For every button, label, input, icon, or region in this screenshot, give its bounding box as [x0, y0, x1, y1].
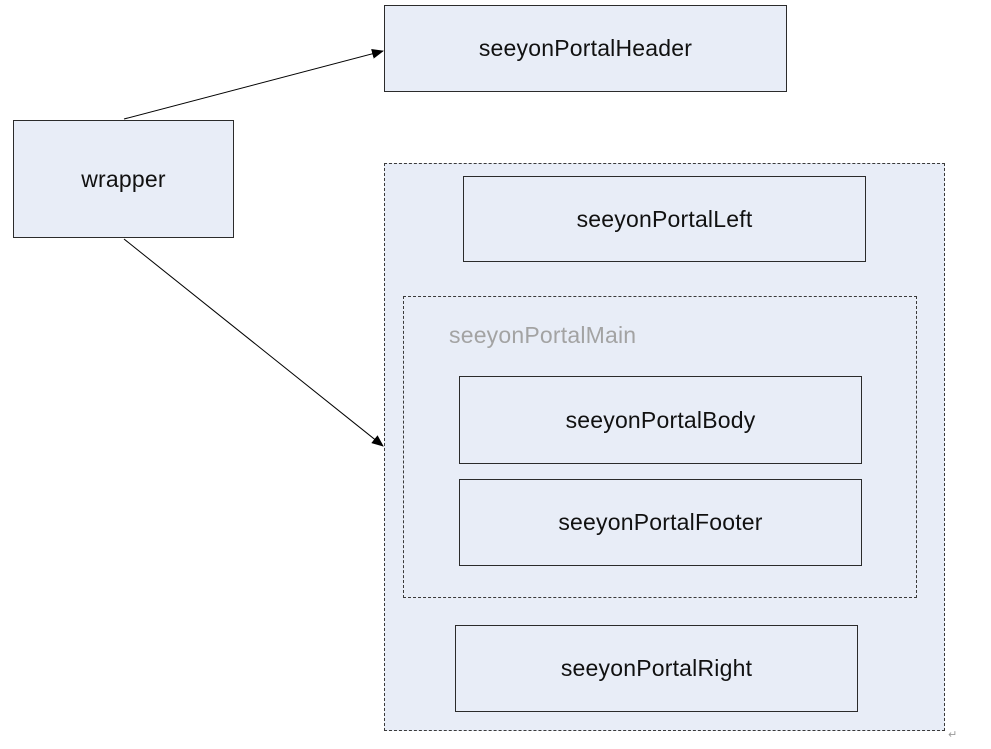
- footer-node-label: seeyonPortalFooter: [558, 509, 763, 535]
- header-node: seeyonPortalHeader: [384, 5, 787, 92]
- body-node-label: seeyonPortalBody: [565, 406, 756, 433]
- edge-wrapper-to-container: [123, 238, 384, 447]
- right-node-label: seeyonPortalRight: [560, 655, 753, 681]
- footer-node: seeyonPortalFooter: [459, 479, 862, 566]
- header-node-label: seeyonPortalHeader: [478, 35, 693, 61]
- body-node: seeyonPortalBody: [459, 376, 862, 464]
- main-group-label: seeyonPortalMain: [449, 322, 637, 348]
- edge-wrapper-to-header: [123, 48, 384, 120]
- paragraph-mark-icon: ↵: [948, 729, 958, 741]
- right-node: seeyonPortalRight: [455, 625, 858, 712]
- wrapper-node: wrapper: [13, 120, 234, 238]
- main-group: [403, 296, 917, 598]
- left-node: seeyonPortalLeft: [463, 176, 866, 262]
- wrapper-node-label: wrapper: [81, 165, 166, 192]
- left-node-label: seeyonPortalLeft: [576, 205, 753, 232]
